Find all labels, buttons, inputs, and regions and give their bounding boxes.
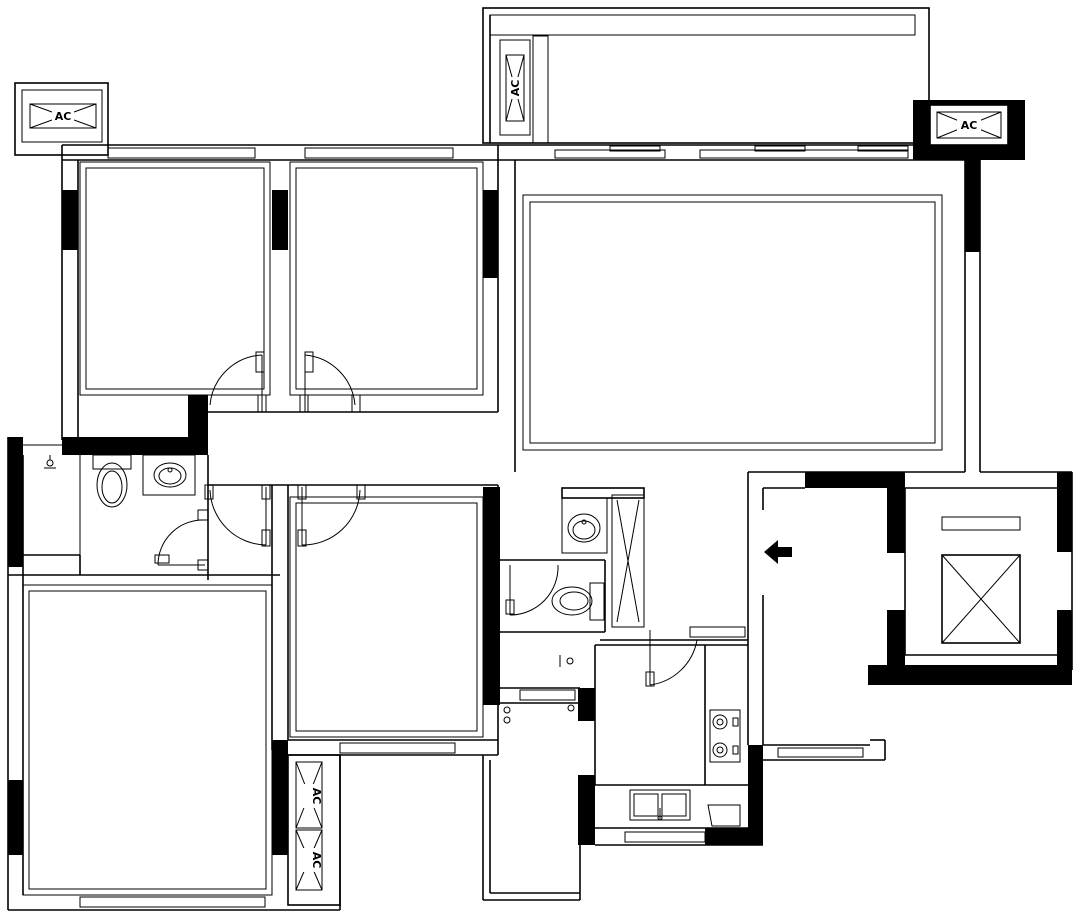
fridge xyxy=(707,804,741,827)
bedroom-middle xyxy=(289,496,484,738)
ac-label: AC xyxy=(509,80,522,97)
bedroom-top-left xyxy=(79,161,271,396)
small-bathroom xyxy=(503,487,645,724)
sink-icon xyxy=(153,462,187,488)
burner-icon xyxy=(712,714,728,730)
kitchen xyxy=(629,709,741,827)
bedroom-top-middle xyxy=(289,161,484,396)
ac-unit-bottom: AC AC xyxy=(287,754,341,906)
burner-icon xyxy=(712,742,728,758)
rooms xyxy=(22,161,943,896)
windows xyxy=(79,145,909,908)
sink-counter xyxy=(561,497,608,554)
elevator-door xyxy=(941,516,1021,531)
shower-icon xyxy=(46,459,54,467)
left-bathroom xyxy=(23,444,196,555)
shaft xyxy=(611,494,645,628)
ac-unit-top-left: AC xyxy=(14,82,109,156)
ac-label: AC xyxy=(310,852,323,869)
outer-walls xyxy=(7,7,1073,911)
entry-elevator xyxy=(764,516,1021,644)
bedroom-bottom-left xyxy=(22,584,273,896)
ac-label: AC xyxy=(55,110,72,123)
elevator-shaft xyxy=(941,554,1021,644)
stove xyxy=(709,709,741,763)
ac-unit-top-balcony: AC xyxy=(499,39,531,136)
toilet-icon xyxy=(551,586,593,616)
toilet-tank-icon xyxy=(92,454,132,470)
ac-label: AC xyxy=(310,788,323,805)
living-room xyxy=(522,194,943,451)
entry-arrow-icon xyxy=(764,540,792,564)
toilet-tank-icon xyxy=(589,582,605,621)
ac-label: AC xyxy=(961,119,978,132)
shower-icon xyxy=(566,657,574,665)
toilet-icon xyxy=(96,462,128,508)
sink-counter xyxy=(142,454,196,496)
ac-unit-top-right: AC xyxy=(929,104,1009,146)
doors xyxy=(154,351,698,687)
sink-icon xyxy=(567,513,601,543)
structural-walls xyxy=(8,100,1072,855)
